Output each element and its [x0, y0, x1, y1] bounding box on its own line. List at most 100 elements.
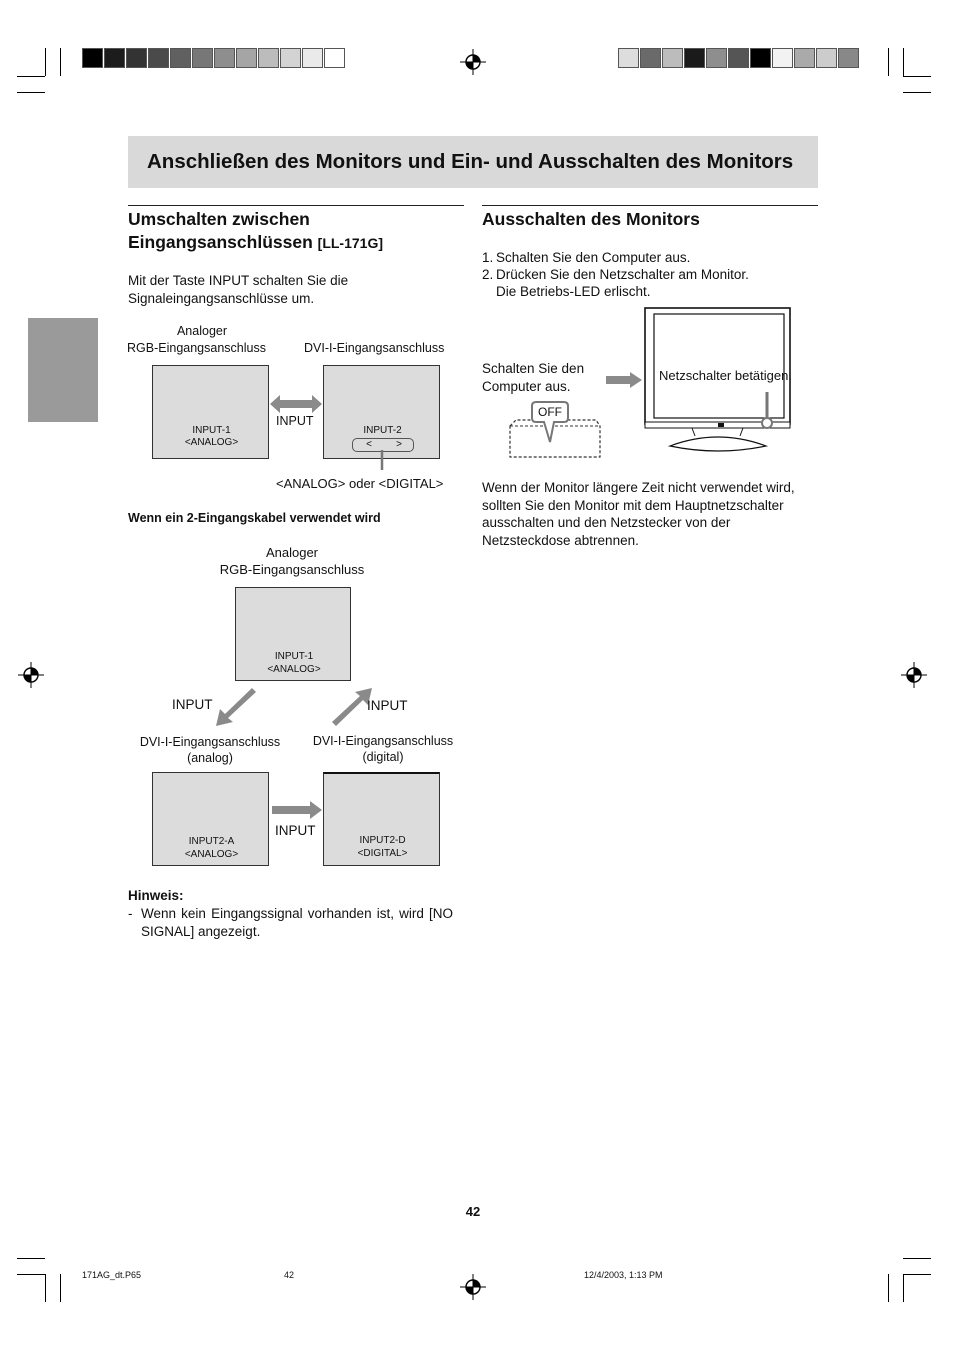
registration-mark-icon: [460, 1274, 486, 1300]
diagram-label: (analog): [187, 751, 233, 765]
crop-mark: [17, 92, 45, 93]
crop-mark: [903, 1274, 931, 1275]
step-text: Die Betriebs-LED erlischt.: [496, 284, 651, 299]
crop-mark: [903, 48, 904, 76]
page-number: 42: [465, 1204, 481, 1219]
heading-line1: Umschalten zwischen: [128, 209, 310, 229]
color-swatch: [258, 48, 279, 68]
subheading: Wenn ein 2-Eingangskabel verwendet wird: [128, 511, 381, 525]
arrow-label: INPUT: [172, 697, 213, 712]
screen-text: <: [366, 439, 372, 450]
diagram-label: RGB-Eingangsanschluss: [127, 341, 266, 355]
diagram-label: Analoger: [176, 324, 228, 338]
registration-mark-icon: [18, 662, 44, 688]
diagram-label: DVI-I-Eingangsanschluss: [312, 734, 454, 748]
diagram-label: DVI-I-Eingangsanschluss: [139, 735, 281, 749]
screen-input2a: INPUT2-A <ANALOG>: [152, 772, 269, 866]
section-heading: Ausschalten des Monitors: [482, 209, 700, 229]
illus-text: Netzschalter betätigen.: [659, 368, 792, 383]
divider: [128, 205, 464, 206]
crop-mark: [903, 76, 931, 77]
crop-mark: [903, 1274, 904, 1302]
screen-input1: INPUT-1 <ANALOG>: [235, 587, 351, 681]
arrow-label: INPUT: [276, 414, 314, 428]
color-swatch: [816, 48, 837, 68]
section-tab: [28, 318, 98, 422]
monitor-icon: [644, 307, 791, 452]
arrow-icon: [332, 688, 372, 726]
color-swatch: [772, 48, 793, 68]
arrow-icon: [606, 372, 642, 388]
crop-mark: [903, 92, 931, 93]
screen-input2: INPUT-2 < >: [323, 365, 440, 459]
crop-mark: [45, 1274, 46, 1302]
note-heading: Hinweis:: [128, 888, 184, 903]
screen-text: <DIGITAL>: [357, 848, 408, 859]
color-swatch: [728, 48, 749, 68]
double-arrow-icon: [270, 395, 322, 413]
color-swatch: [794, 48, 815, 68]
color-swatch: [82, 48, 103, 68]
crop-mark: [17, 1258, 45, 1259]
footer-date: 12/4/2003, 1:13 PM: [584, 1270, 663, 1280]
color-swatch: [236, 48, 257, 68]
screen-input2d: INPUT2-D <DIGITAL>: [323, 772, 440, 866]
color-swatch: [104, 48, 125, 68]
pointer-line: [380, 450, 384, 470]
illus-text: Schalten Sie den Computer aus.: [482, 361, 585, 394]
crop-mark: [60, 1274, 61, 1302]
model-label: [LL-171G]: [317, 235, 383, 251]
crop-mark: [17, 1274, 45, 1275]
note-dash: -: [128, 906, 133, 921]
diagram-label: (digital): [362, 750, 404, 764]
footer-file: 171AG_dt.P65: [82, 1270, 142, 1280]
divider: [482, 205, 818, 206]
crop-mark: [888, 1274, 889, 1302]
screen-text: <ANALOG>: [267, 664, 321, 675]
color-swatch: [302, 48, 323, 68]
color-swatch: [148, 48, 169, 68]
crop-mark: [60, 48, 61, 76]
color-swatch: [618, 48, 639, 68]
registration-mark-icon: [901, 662, 927, 688]
page-title: Anschließen des Monitors und Ein- und Au…: [147, 150, 794, 173]
arrow-icon: [272, 801, 322, 819]
color-swatch: [280, 48, 301, 68]
screen-text: INPUT2-D: [359, 835, 406, 846]
screen-text: <ANALOG>: [184, 437, 239, 448]
diagram-label: Analoger: [265, 545, 319, 560]
color-swatch: [214, 48, 235, 68]
crop-mark: [45, 48, 46, 76]
screen-text: <ANALOG>: [184, 849, 239, 860]
screen-text: INPUT-1: [274, 651, 314, 662]
arrow-icon: [216, 688, 256, 726]
screen-input1: INPUT-1 <ANALOG>: [152, 365, 269, 459]
color-swatch: [684, 48, 705, 68]
diagram-label: RGB-Eingangsanschluss: [219, 562, 365, 577]
color-swatch: [750, 48, 771, 68]
heading-line2: Eingangsanschlüssen: [128, 232, 313, 252]
step-number: 1.: [482, 250, 494, 265]
crop-mark: [17, 76, 45, 77]
color-swatch: [170, 48, 191, 68]
color-swatch: [706, 48, 727, 68]
footer-page: 42: [284, 1270, 295, 1280]
crop-mark: [903, 1258, 931, 1259]
section-heading: Umschalten zwischen Eingangsanschlüssen …: [128, 208, 464, 255]
screen-text: INPUT2-A: [188, 836, 235, 847]
diagram-caption: <ANALOG> oder <DIGITAL>: [276, 476, 444, 491]
color-swatch: [662, 48, 683, 68]
diagram-label: DVI-I-Eingangsanschluss: [304, 341, 445, 355]
registration-mark-icon: [460, 49, 486, 75]
crop-mark: [888, 48, 889, 76]
header-bar: [128, 136, 818, 188]
step-number: 2.: [482, 267, 494, 282]
color-swatch: [324, 48, 345, 68]
note-text: Wenn kein Eingangssignal vorhanden ist, …: [141, 906, 453, 939]
screen-text: INPUT-1: [192, 425, 231, 436]
step-text: Schalten Sie den Computer aus.: [496, 250, 691, 265]
step-text: Drücken Sie den Netzschalter am Monitor.: [496, 267, 749, 282]
color-swatch: [640, 48, 661, 68]
intro-text: Mit der Taste INPUT schalten Sie die Sig…: [128, 273, 349, 306]
color-swatch: [192, 48, 213, 68]
